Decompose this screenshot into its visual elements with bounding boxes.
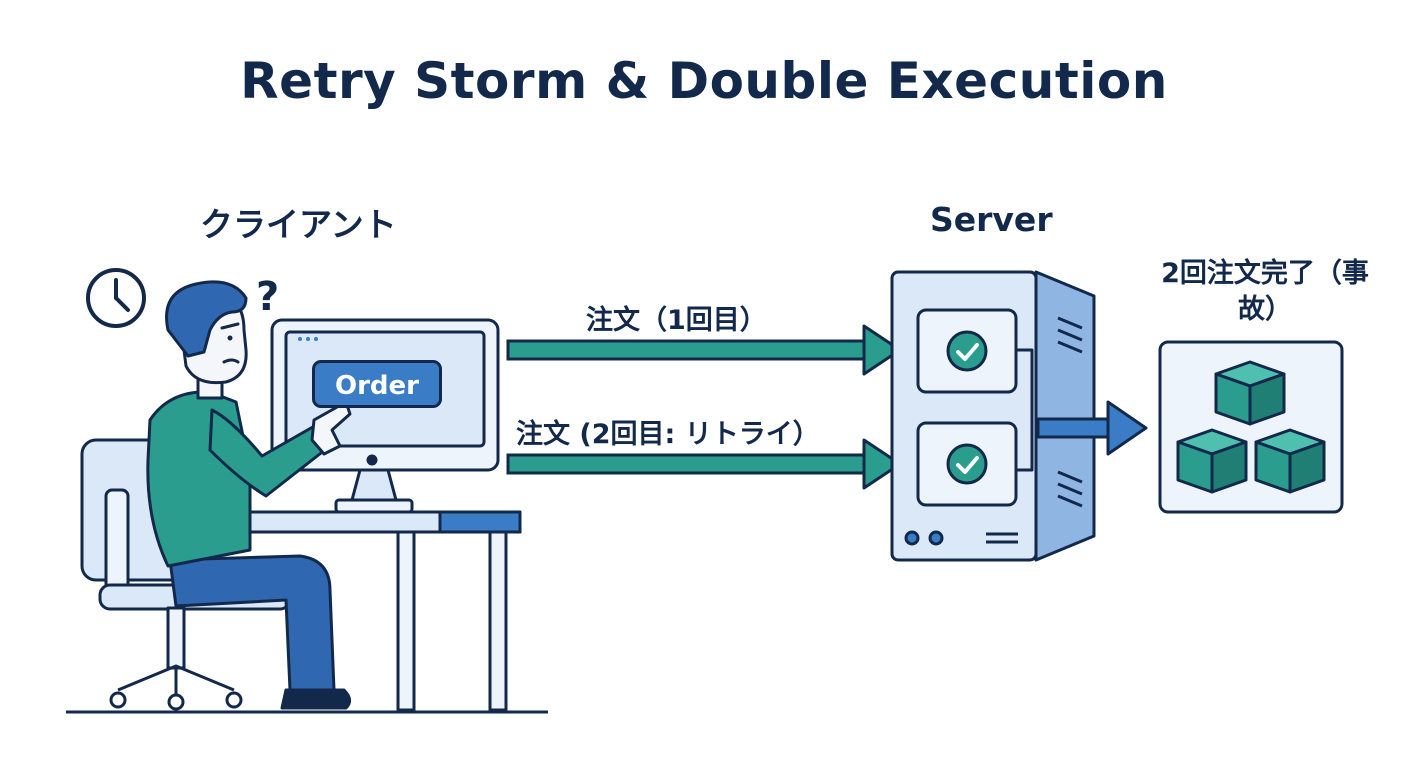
package-icon [1214, 360, 1286, 426]
check-icon [946, 330, 988, 372]
diagram-title: Retry Storm & Double Execution [240, 52, 1168, 110]
client-label: クライアント [200, 205, 397, 244]
person [146, 280, 352, 710]
package-icon [1176, 428, 1248, 494]
order-button[interactable]: Order [312, 360, 442, 408]
result-label: 2回注文完了（事故） [1161, 258, 1369, 325]
first-request-label: 注文（1回目） [586, 305, 767, 336]
clock-icon [86, 268, 146, 328]
computer-monitor [270, 318, 500, 514]
question-mark: ? [256, 274, 280, 320]
result-arrow [1036, 400, 1148, 456]
first-execution-slot [916, 308, 1018, 394]
second-request-label: 注文 (2回目: リトライ） [516, 419, 820, 450]
desk [226, 510, 522, 712]
second-request-arrow [506, 438, 902, 490]
server-label: Server [930, 200, 1053, 239]
first-request-arrow [506, 324, 902, 376]
package-icon [1254, 428, 1326, 494]
check-icon [946, 443, 988, 485]
second-execution-slot [916, 421, 1018, 507]
